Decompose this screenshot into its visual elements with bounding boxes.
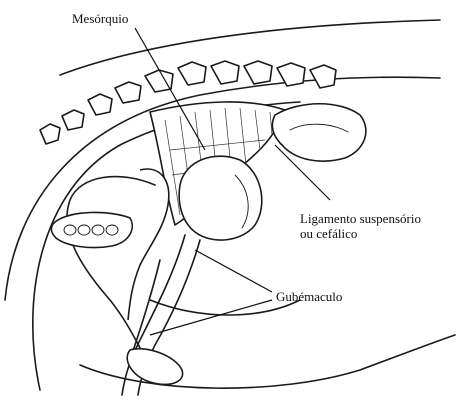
epididymis xyxy=(128,169,169,320)
label-gubernaculum: Gubémaculo xyxy=(276,290,342,305)
label-suspensory-ligament-line2: ou cefálico xyxy=(300,227,421,242)
kidney xyxy=(272,104,366,161)
leader-gubernaculum-upper xyxy=(195,250,272,292)
testis xyxy=(179,156,262,240)
leader-gubernaculum-lower xyxy=(150,300,272,335)
label-suspensory-ligament-line1: Ligamento suspensório xyxy=(300,212,421,227)
label-suspensory-ligament: Ligamento suspensório ou cefálico xyxy=(300,212,421,242)
label-mesorchium: Mesórquio xyxy=(72,12,128,27)
gubernaculum-base xyxy=(127,349,182,385)
